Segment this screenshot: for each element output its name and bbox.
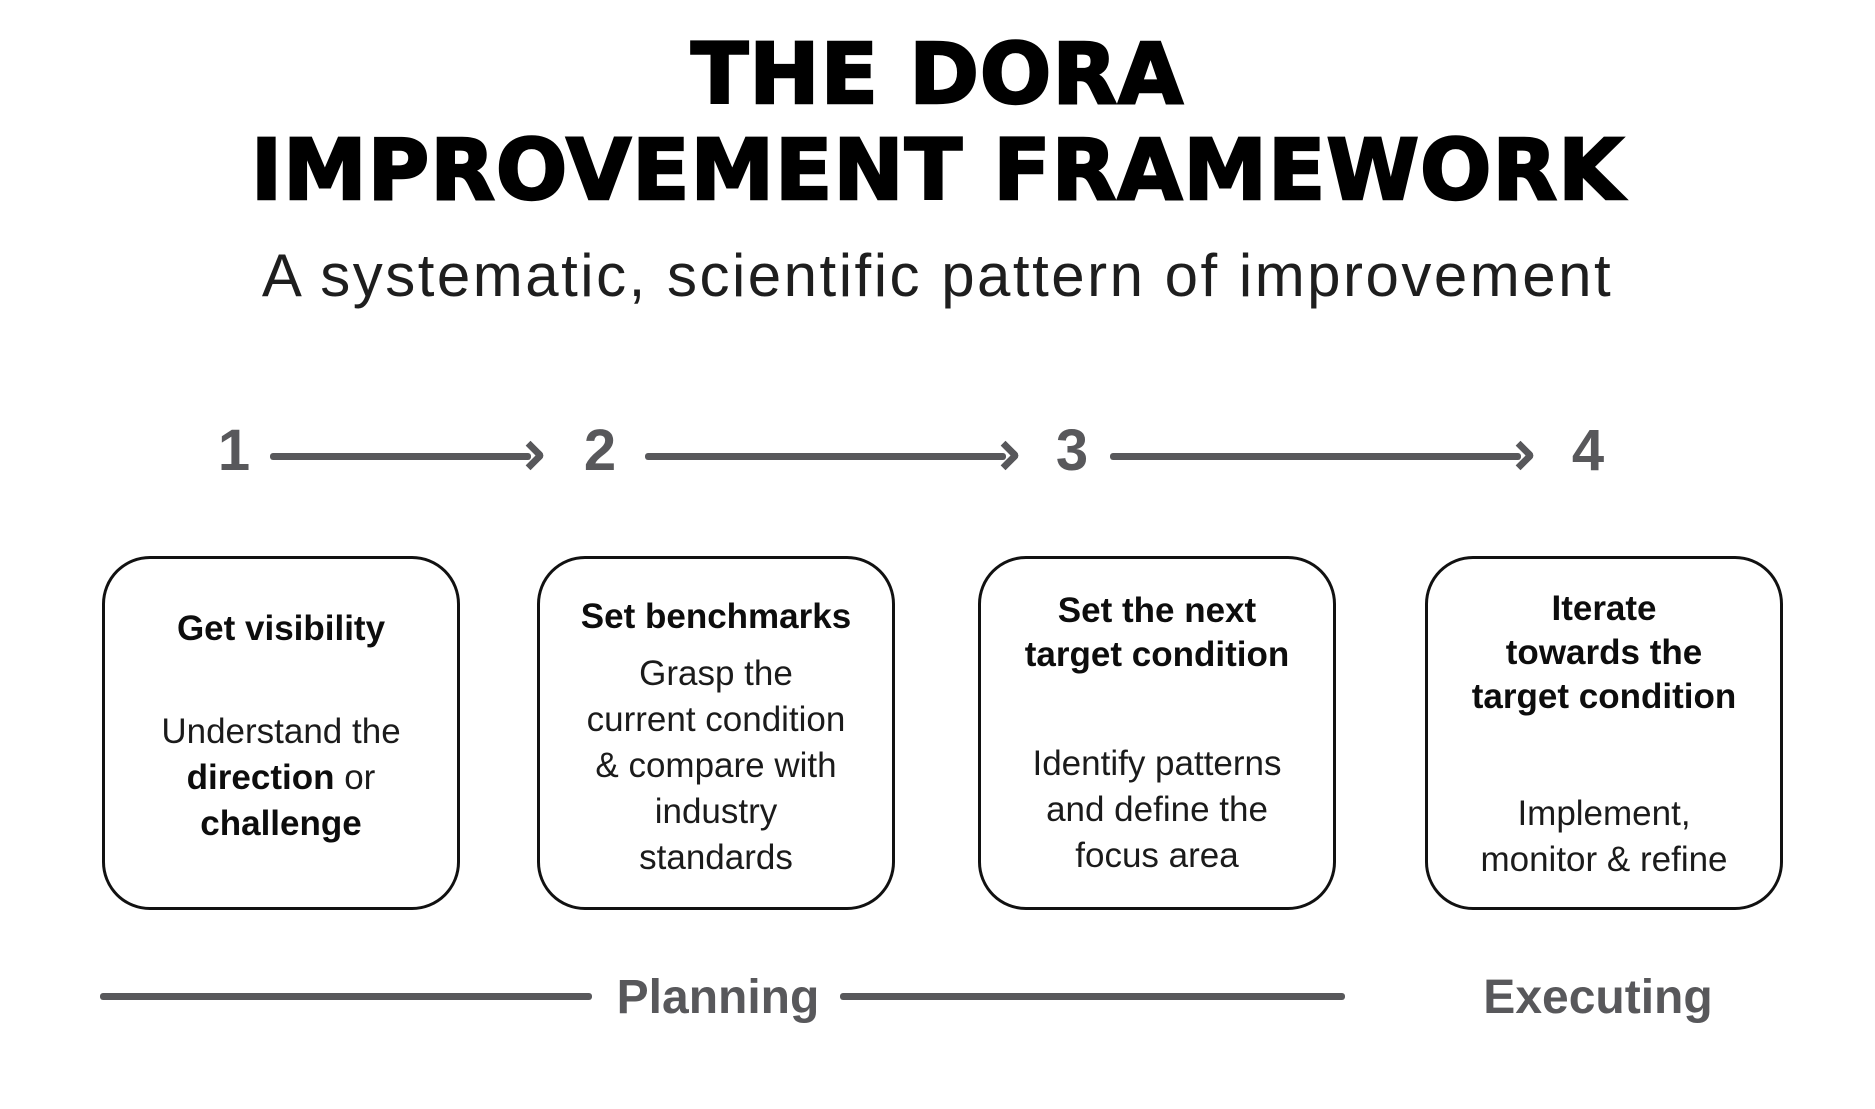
title-line-2: IMPROVEMENT FRAMEWORK [250, 121, 1625, 220]
text-line: target condition [981, 633, 1333, 677]
planning-phase-line-left [100, 993, 592, 1000]
arrow-head [1505, 440, 1536, 471]
text-line: standards [540, 835, 892, 881]
text-line: direction or [105, 755, 457, 801]
card-title: Get visibility [105, 607, 457, 651]
step-number-3: 3 [1055, 418, 1089, 483]
body-text: & compare with [595, 746, 837, 785]
body-text: industry [654, 792, 778, 831]
executing-phase-label: Executing [1483, 971, 1713, 1024]
page-subtitle: A systematic, scientific pattern of impr… [261, 242, 1614, 309]
card-body: Implement, monitor & refine [1428, 791, 1780, 883]
emphasis-text: direction [186, 758, 335, 797]
text-line: Implement, [1428, 791, 1780, 837]
step-number-2: 2 [583, 418, 617, 483]
body-text: or [334, 758, 376, 797]
text-line: monitor & refine [1428, 837, 1780, 883]
body-text: target condition [1471, 677, 1737, 716]
text-line: and define the [981, 787, 1333, 833]
card-set-benchmarks: Set benchmarks Grasp the current conditio… [537, 556, 895, 910]
text-line: industry [540, 789, 892, 835]
text-line: focus area [981, 833, 1333, 879]
card-body: Identify patterns and define the focus are… [981, 741, 1333, 879]
arrow-right-icon-2-to-3 [645, 439, 1021, 473]
title-line-1: THE DORA [690, 25, 1185, 124]
body-text: monitor & refine [1480, 840, 1728, 879]
body-text: Identify patterns [1032, 744, 1282, 783]
body-text: Iterate [1551, 589, 1657, 628]
text-line: Understand the [105, 709, 457, 755]
card-title: Iterate towards the target condition [1428, 587, 1780, 719]
body-text: target condition [1024, 635, 1290, 674]
text-line: Set the next [981, 589, 1333, 633]
text-line: challenge [105, 801, 457, 847]
text-line: target condition [1428, 675, 1780, 719]
emphasis-text: challenge [200, 804, 362, 843]
arrow-head [990, 440, 1021, 471]
card-body: Grasp the current condition & compare with… [540, 651, 892, 881]
text-line: Set benchmarks [540, 595, 892, 639]
card-set-next-target-condition: Set the next target condition Identify pa… [978, 556, 1336, 910]
body-text: Get visibility [176, 609, 386, 648]
body-text: focus area [1075, 836, 1239, 875]
arrow-shaft [270, 452, 531, 460]
planning-phase-label: Planning [616, 971, 820, 1024]
arrow-shaft [1110, 452, 1521, 460]
text-line: & compare with [540, 743, 892, 789]
text-line: Get visibility [105, 607, 457, 651]
arrow-head [515, 440, 546, 471]
text-line: Identify patterns [981, 741, 1333, 787]
text-line: Iterate [1428, 587, 1780, 631]
body-text: Set benchmarks [580, 597, 852, 636]
body-text: and define the [1046, 790, 1268, 829]
arrow-right-icon-1-to-2 [270, 439, 546, 473]
header: THE DORA IMPROVEMENT FRAMEWORK A systema… [0, 25, 1875, 309]
card-title: Set the next target condition [981, 589, 1333, 677]
card-iterate-towards-target: Iterate towards the target condition Imple… [1425, 556, 1783, 910]
page-title: THE DORA IMPROVEMENT FRAMEWORK [0, 25, 1875, 220]
body-text: Implement, [1517, 794, 1691, 833]
card-get-visibility: Get visibility Understand the direction o… [102, 556, 460, 910]
text-line: towards the [1428, 631, 1780, 675]
text-line: Grasp the [540, 651, 892, 697]
arrow-right-icon-3-to-4 [1110, 439, 1536, 473]
planning-phase-line-right [840, 993, 1345, 1000]
body-text: Understand the [161, 712, 401, 751]
card-title: Set benchmarks [540, 595, 892, 639]
arrow-shaft [645, 452, 1006, 460]
body-text: Grasp the [639, 654, 793, 693]
body-text: current condition [586, 700, 846, 739]
step-number-1: 1 [217, 418, 251, 483]
body-text: towards the [1505, 633, 1703, 672]
text-line: current condition [540, 697, 892, 743]
step-number-4: 4 [1571, 418, 1605, 483]
body-text: Set the next [1057, 591, 1257, 630]
body-text: standards [639, 838, 793, 877]
